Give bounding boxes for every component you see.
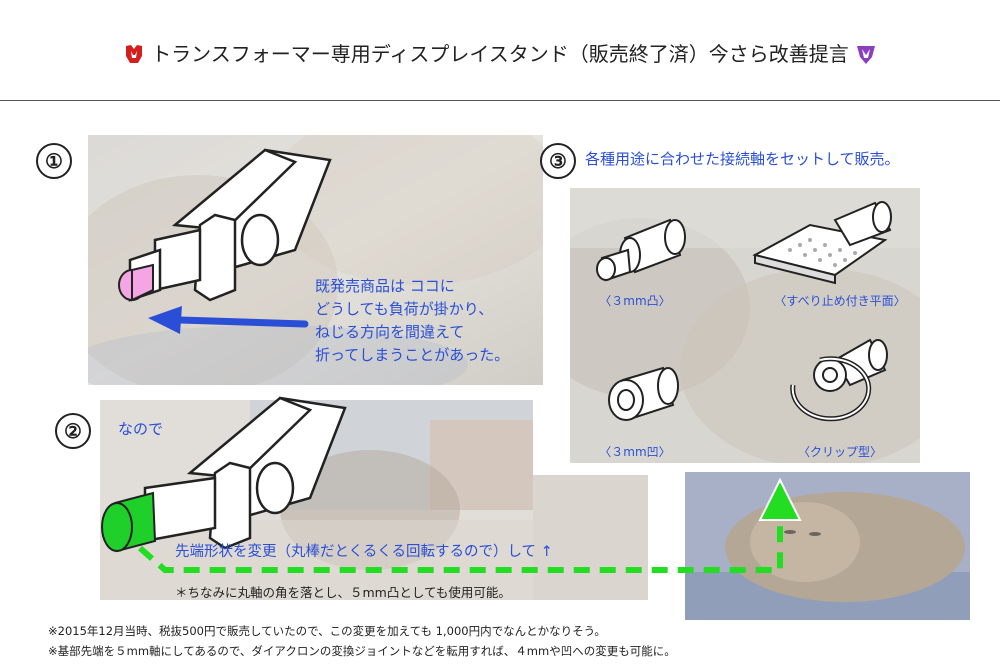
footnote-2: ※基部先端を５mm軸にしてあるので、ダイアクロンの変換ジョイントなどを転用すれば…	[48, 644, 676, 658]
section1-note-line: 既発売商品は ココに	[315, 277, 455, 295]
section1-note-line: どうしても負荷が掛かり、	[315, 300, 494, 318]
section1-note-line: ねじる方向を間違えて	[315, 323, 465, 341]
stand-illustration-2	[101, 396, 347, 553]
label-3mm-concave: 〈３mm凹〉	[599, 445, 671, 459]
section2-lead: なので	[118, 420, 164, 438]
section1-note-line: 折ってしまうことがあった。	[315, 346, 510, 364]
sleeping-cat-photo	[685, 472, 970, 620]
step-2-number: ②	[55, 413, 91, 449]
section2-photo-right	[533, 475, 648, 600]
step-1-number: ①	[36, 143, 72, 179]
section3-heading: 各種用途に合わせた接続軸をセットして販売。	[585, 150, 900, 168]
stand-illustration-1	[118, 148, 332, 302]
shape-change-note: 先端形状を変更（丸棒だとくるくる回転するので）して ↑	[175, 544, 553, 560]
label-3mm-convex: 〈３mm凸〉	[599, 294, 671, 308]
convex-connector-illustration	[596, 218, 686, 282]
twist-arrow-icon	[148, 306, 309, 334]
autobot-logo-icon	[126, 45, 143, 63]
label-clip-type: 〈クリップ型〉	[797, 445, 882, 459]
convex-usage-note: ＊ちなみに丸軸の角を落とし、５mm凸としても使用可能。	[175, 585, 511, 600]
header-bar	[0, 0, 1000, 101]
page-title: トランスフォーマー専用ディスプレイスタンド（販売終了済）今さら改善提言	[0, 38, 1000, 67]
flat-grip-connector-illustration	[752, 201, 892, 285]
decepticon-logo-icon	[856, 46, 875, 64]
step-3-number: ③	[540, 143, 576, 179]
label-flat-grip: 〈すべり止め付き平面〉	[774, 294, 906, 308]
concave-connector-illustration	[608, 366, 679, 421]
section1-photo	[88, 135, 543, 385]
title-text: トランスフォーマー専用ディスプレイスタンド（販売終了済）今さら改善提言	[151, 42, 849, 66]
footnote-1: ※2015年12月当時、税抜500円で販売していたので、この変更を加えても 1,…	[48, 624, 606, 638]
section1-note: 既発売商品は ココに どうしても負荷が掛かり、 ねじる方向を間違えて 折ってしま…	[315, 275, 509, 367]
clip-connector-illustration	[790, 338, 888, 422]
green-dashed-arrow-icon	[138, 477, 802, 573]
